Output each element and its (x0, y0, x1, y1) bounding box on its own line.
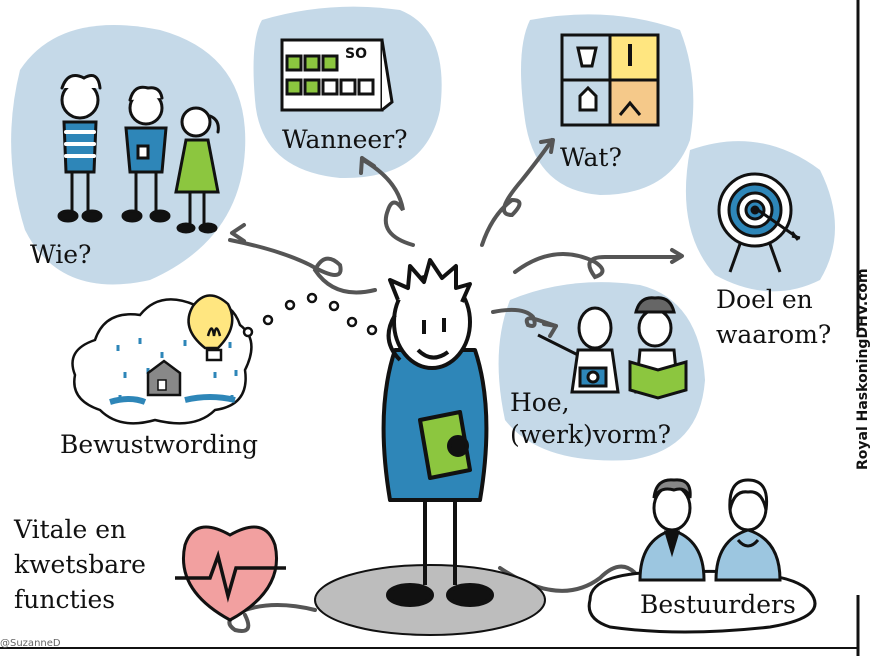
calendar-weekend-label: SO (345, 46, 367, 62)
vitale-label-line1: Vitale en (14, 515, 127, 544)
heart-icon (175, 525, 286, 622)
light-bulb-icon (187, 294, 234, 362)
vitale-label-line2: kwetsbare (14, 550, 146, 579)
wie-label: Wie? (30, 240, 92, 269)
wat-label: Wat? (560, 143, 622, 172)
thought-dots (242, 292, 378, 338)
thinking-person (381, 258, 494, 607)
calendar-icon (280, 38, 394, 112)
doel-label-line1: Doel en (716, 285, 813, 314)
artist-signature: @SuzanneD (0, 638, 61, 649)
bewustwording-label: Bewustwording (60, 430, 259, 459)
wanneer-label: Wanneer? (282, 125, 408, 154)
target-icon (717, 172, 801, 273)
kids-icon (57, 74, 220, 234)
company-url: Royal HaskoningDHV.com (855, 268, 870, 470)
bestuurders-label: Bestuurders (640, 590, 796, 619)
hoe-label-line1: Hoe, (510, 388, 570, 417)
vitale-label-line3: functies (14, 585, 116, 614)
puzzle-icon (560, 33, 660, 127)
explorers-icon (537, 296, 688, 400)
hoe-label-line2: (werk)vorm? (510, 420, 672, 449)
officials-icon (587, 478, 817, 634)
doel-label-line2: waarom? (716, 320, 832, 349)
